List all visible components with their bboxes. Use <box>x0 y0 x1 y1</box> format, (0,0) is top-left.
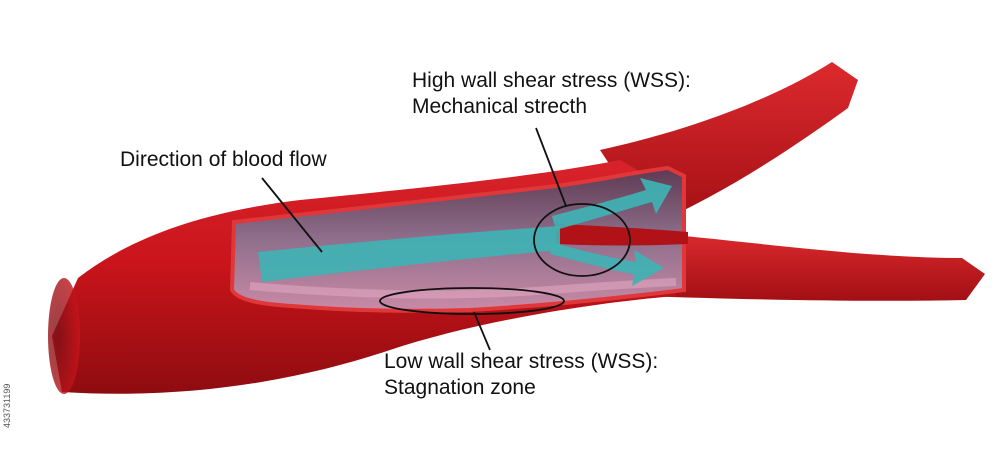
flow-arrow-upper-branch <box>552 178 672 230</box>
low-wss-highlight-ellipse <box>379 287 565 315</box>
high-wss-label: High wall shear stress (WSS): Mechanical… <box>412 68 691 120</box>
high-wss-note: Mechanical strecth <box>412 95 588 118</box>
blood-flow-direction-text: Direction of blood flow <box>120 148 327 171</box>
low-wss-label: Low wall shear stress (WSS): Stagnation … <box>384 349 658 401</box>
lower-branch-vessel <box>640 232 985 301</box>
flow-arrow-body <box>258 226 560 282</box>
high-wss-title: High wall shear stress (WSS): <box>412 69 691 92</box>
bifurcation-carina <box>556 224 688 246</box>
blood-flow-direction-label: Direction of blood flow <box>120 147 327 173</box>
low-wss-note: Stagnation zone <box>384 376 536 399</box>
high-wss-leader-line <box>535 127 567 207</box>
flow-leader-line <box>261 177 323 253</box>
low-wss-title: Low wall shear stress (WSS): <box>384 350 659 373</box>
flow-arrow-lower-branch <box>550 242 664 286</box>
lumen-floor-highlight <box>249 278 677 299</box>
side-id-text: 433731199 <box>2 383 12 428</box>
vessel-opening <box>48 278 80 394</box>
low-wss-leader-line <box>473 311 491 351</box>
high-wss-highlight-ellipse <box>533 203 631 277</box>
